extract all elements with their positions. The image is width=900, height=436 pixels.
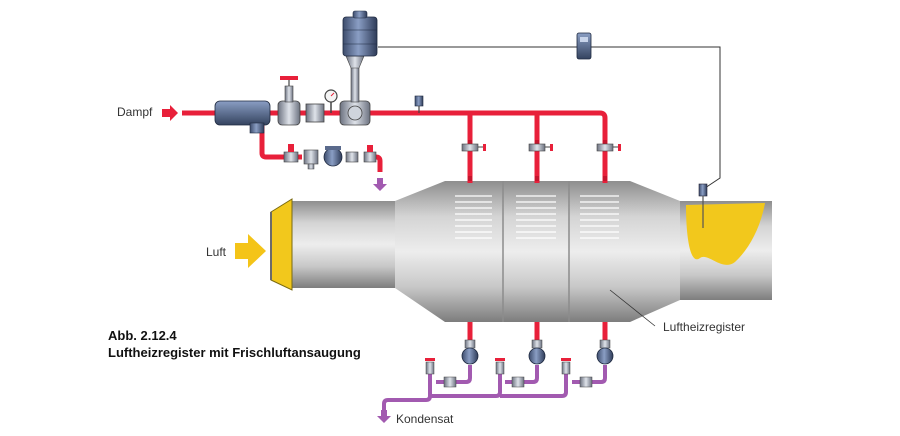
pressure-sensor <box>414 95 424 113</box>
control-valve <box>339 55 371 126</box>
condensate-traps <box>461 339 614 365</box>
bypass-condensate-arrow-icon <box>373 178 387 191</box>
branch-valve-1 <box>461 143 486 152</box>
control-box-icon <box>576 32 592 60</box>
air-label: Luft <box>206 245 227 259</box>
heater-label: Luftheizregister <box>663 320 746 334</box>
bypass-valve-2 <box>345 151 359 163</box>
condensate-valve-3 <box>561 358 593 388</box>
condensate-valves <box>425 358 593 388</box>
figure-number: Abb. 2.12.4 <box>108 328 177 343</box>
shutoff-valve <box>277 76 301 126</box>
steam-label: Dampf <box>117 105 153 119</box>
branch-valves <box>461 143 621 152</box>
condensate-pipes <box>382 365 607 412</box>
bypass-trap <box>323 146 343 167</box>
heater-leader-line <box>609 289 656 327</box>
strainer <box>305 103 325 123</box>
condensate-valve-1 <box>425 358 457 388</box>
register-fins <box>455 195 619 239</box>
air-duct <box>270 181 772 322</box>
steam-separator <box>214 100 271 134</box>
bypass-valve-1 <box>283 144 299 163</box>
bypass-valve-3 <box>363 145 377 163</box>
condensate-valve-2 <box>495 358 525 388</box>
bypass-strainer <box>303 149 319 170</box>
condensate-trap-1 <box>461 339 479 365</box>
pressure-gauge <box>324 89 338 113</box>
branch-valve-2 <box>528 143 553 152</box>
air-arrow-icon <box>235 234 266 268</box>
figure-title: Luftheizregister mit Frischluftansaugung <box>108 345 361 360</box>
condensate-trap-2 <box>528 339 546 365</box>
condensate-arrow-icon <box>377 410 391 423</box>
branch-valve-3 <box>596 143 621 152</box>
valve-actuator <box>342 10 378 57</box>
thermostat-icon <box>698 183 708 228</box>
steam-arrow-icon <box>162 105 178 121</box>
condensate-trap-3 <box>596 339 614 365</box>
pipe-flanges <box>468 140 607 181</box>
condensate-label: Kondensat <box>396 412 454 426</box>
